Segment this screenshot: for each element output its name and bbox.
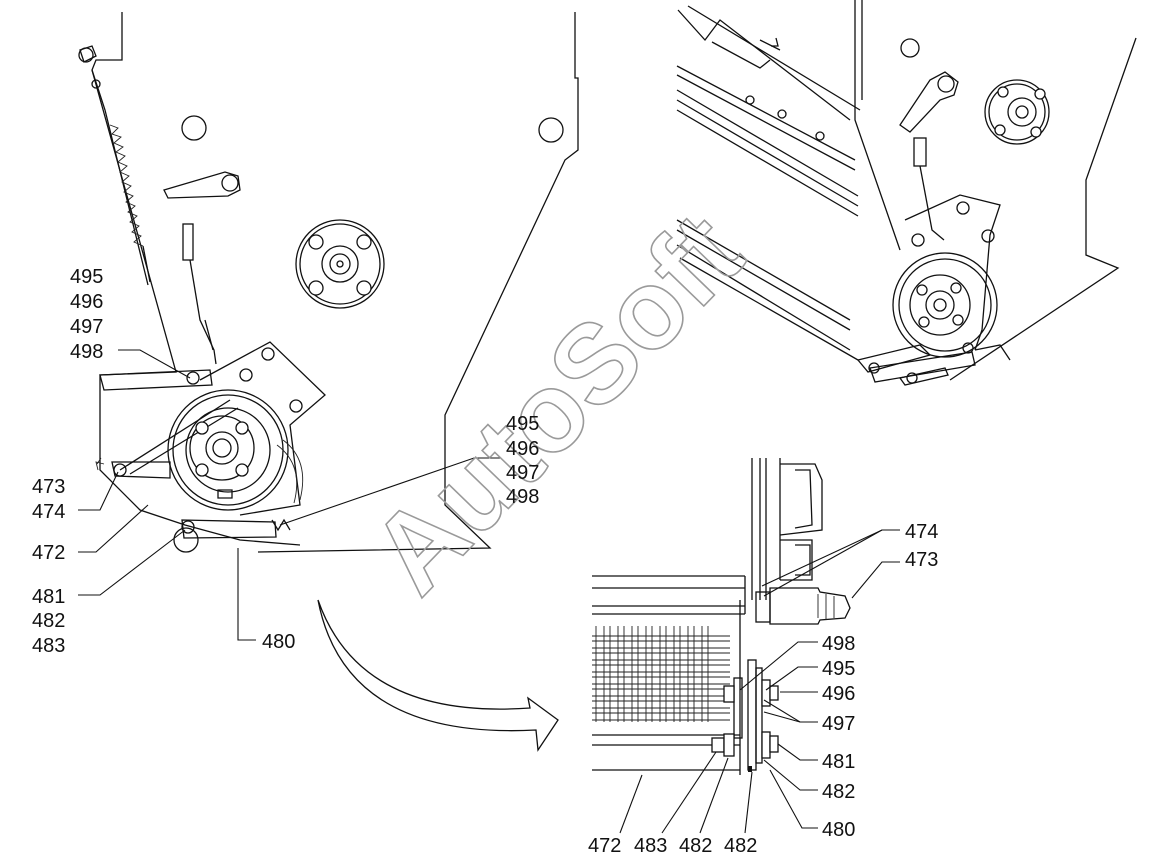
callout-497: 497 [70, 316, 103, 338]
perspective-view [676, 0, 1137, 386]
watermark: AutoSoft [347, 190, 765, 617]
callout-474: 474 [905, 521, 938, 543]
left-side-view [78, 12, 579, 553]
callout-495: 495 [70, 266, 103, 288]
callout-480: 480 [822, 819, 855, 841]
callout-495: 495 [506, 413, 539, 435]
callout-483: 483 [634, 835, 667, 857]
callout-497: 497 [822, 713, 855, 735]
callout-labels: 495 496 497 498 495 496 497 498 473 474 … [32, 266, 938, 857]
callout-473: 473 [32, 476, 65, 498]
detail-view [592, 458, 851, 775]
callout-497: 497 [506, 462, 539, 484]
callout-496: 496 [822, 683, 855, 705]
callout-472: 472 [32, 542, 65, 564]
callout-472: 472 [588, 835, 621, 857]
callout-481: 481 [822, 751, 855, 773]
callout-495: 495 [822, 658, 855, 680]
callout-496: 496 [506, 438, 539, 460]
grille [592, 626, 730, 722]
callout-483: 483 [32, 635, 65, 657]
callout-498: 498 [506, 486, 539, 508]
leader-lines [78, 349, 900, 834]
callout-482: 482 [822, 781, 855, 803]
callout-496: 496 [70, 291, 103, 313]
callout-482: 482 [679, 835, 712, 857]
curved-arrow [317, 599, 559, 752]
callout-482: 482 [724, 835, 757, 857]
callout-481: 481 [32, 586, 65, 608]
callout-482: 482 [32, 610, 65, 632]
callout-498: 498 [70, 341, 103, 363]
callout-473: 473 [905, 549, 938, 571]
callout-480: 480 [262, 631, 295, 653]
callout-498: 498 [822, 633, 855, 655]
callout-474: 474 [32, 501, 65, 523]
